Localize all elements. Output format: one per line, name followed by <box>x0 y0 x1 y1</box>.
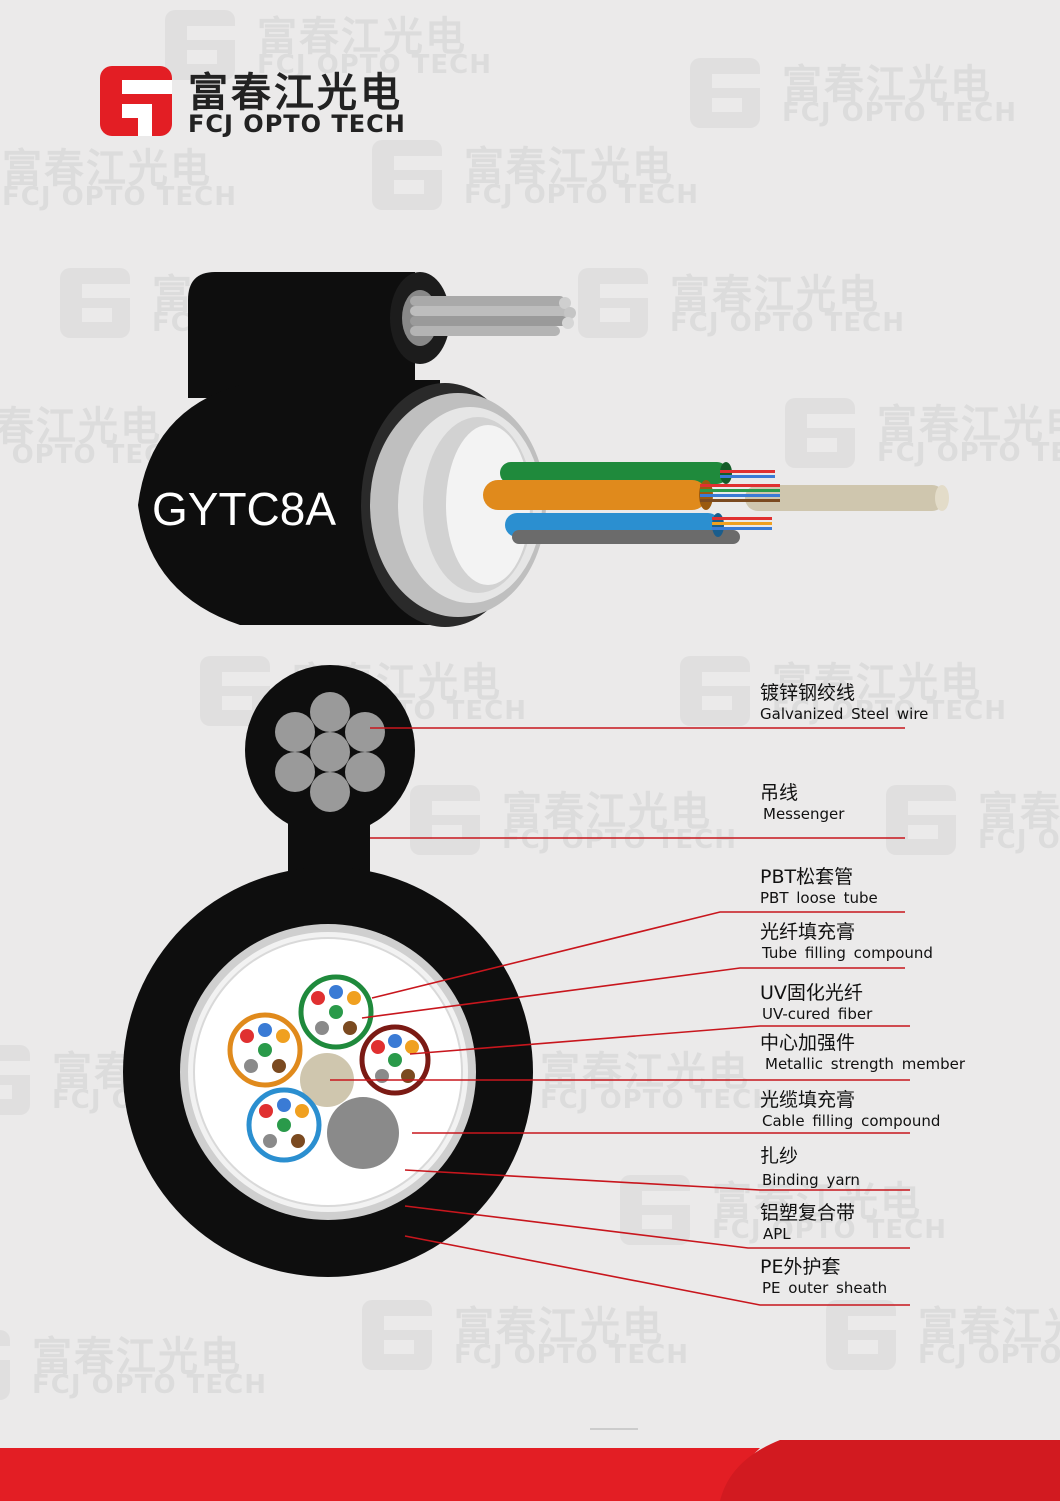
pe-sheath-3d <box>138 385 440 625</box>
label-tube-filling-compound: 光纤填充膏 Tube filling compound <box>760 921 933 962</box>
leader-lines <box>330 727 910 1306</box>
brand-logo: 富春江光电 FCJ OPTO TECH <box>100 66 440 138</box>
loose-tube-orange <box>227 1012 303 1088</box>
label-uv-cured-fiber: UV固化光纤 UV-cured fiber <box>760 982 872 1023</box>
label-metallic-strength-member: 中心加强件 Metallic strength member <box>760 1032 965 1073</box>
steel-wires-3d <box>410 296 576 336</box>
label-cn: UV固化光纤 <box>760 982 863 1004</box>
loose-tubes-3d <box>483 462 949 544</box>
label-en: UV-cured fiber <box>762 1005 873 1023</box>
loose-tube-brown <box>359 1024 431 1096</box>
steel-wire-strands <box>275 692 385 812</box>
label-cn: 中心加强件 <box>760 1032 856 1054</box>
label-cable-filling-compound: 光缆填充膏 Cable filling compound <box>760 1089 940 1130</box>
label-en: Cable filling compound <box>762 1112 941 1130</box>
label-cn: 光缆填充膏 <box>760 1089 856 1111</box>
label-cn: PBT松套管 <box>760 866 854 888</box>
cable-model-label: GYTC8A <box>152 483 337 535</box>
label-en: PE outer sheath <box>762 1279 888 1297</box>
label-binding-yarn: 扎纱 Binding yarn <box>760 1145 860 1189</box>
label-en: PBT loose tube <box>760 889 878 907</box>
filler-rod <box>327 1097 399 1169</box>
label-en: APL <box>763 1225 791 1243</box>
label-pbt-loose-tube: PBT松套管 PBT loose tube <box>760 866 878 907</box>
label-cn: 光纤填充膏 <box>760 921 856 943</box>
label-apl: 铝塑复合带 APL <box>760 1202 855 1243</box>
label-cn: PE外护套 <box>760 1256 841 1278</box>
brand-name-cn: 富春江光电 <box>188 70 403 116</box>
label-pe-outer-sheath: PE外护套 PE outer sheath <box>760 1256 887 1297</box>
loose-tube-blue <box>246 1087 322 1163</box>
label-en: Tube filling compound <box>762 944 933 962</box>
label-en: Messenger <box>763 805 845 823</box>
central-member-3d <box>745 485 945 511</box>
label-cn: 镀锌钢绞线 <box>760 682 856 704</box>
label-en: Galvanized Steel wire <box>760 705 929 723</box>
label-galvanized-steel-wire: 镀锌钢绞线 Galvanized Steel wire <box>760 682 928 723</box>
label-cn: 铝塑复合带 <box>760 1202 856 1224</box>
brand-name-en: FCJ OPTO TECH <box>188 110 406 138</box>
label-en: Binding yarn <box>762 1171 860 1189</box>
bottom-brand-band <box>0 1428 1060 1501</box>
loose-tube-green <box>298 974 374 1050</box>
central-strength-member <box>300 1053 354 1107</box>
label-cn: 扎纱 <box>760 1145 799 1167</box>
label-en: Metallic strength member <box>765 1055 966 1073</box>
logo-mark-icon <box>100 66 172 136</box>
label-cn: 吊线 <box>760 782 799 804</box>
messenger-jacket <box>188 272 415 398</box>
label-messenger: 吊线 Messenger <box>760 782 844 823</box>
